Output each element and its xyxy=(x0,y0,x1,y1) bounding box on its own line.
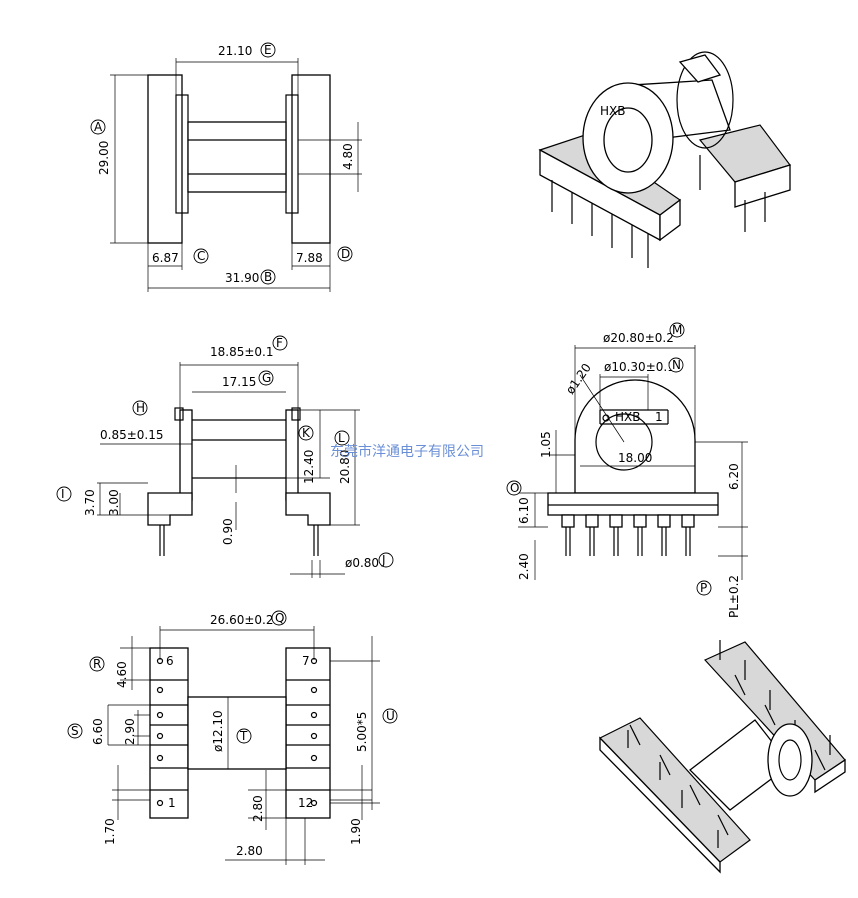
top-left-flange xyxy=(147,74,183,244)
dim-3-00: 3.00 xyxy=(107,489,121,516)
pin-label-1: 1 xyxy=(168,796,176,810)
isometric-view-top: HXB xyxy=(538,51,791,268)
front-left-base xyxy=(147,492,193,526)
bottom-view: 6 7 1 12 26.60±0.2 Q 4.60 R 6.60 S 2.90 … xyxy=(67,610,398,865)
label-r: R xyxy=(93,657,101,671)
label-f: F xyxy=(276,336,283,350)
iso-bore xyxy=(603,107,653,173)
label-p: P xyxy=(700,581,707,595)
dim-2-80-horizontal: 2.80 xyxy=(236,844,263,858)
side-view: HXB 1 ø20.80±0.2 xyxy=(506,322,748,618)
label-k: K xyxy=(302,426,311,440)
dim-7-88: 7.88 xyxy=(296,251,323,265)
iso-brand: HXB xyxy=(600,104,625,118)
dim-29-00: 29.00 xyxy=(97,141,111,175)
label-l: L xyxy=(338,431,345,445)
dim-17-15: 17.15 xyxy=(222,375,256,389)
label-q: Q xyxy=(275,611,284,625)
dim-4-80: 4.80 xyxy=(341,143,355,170)
bottom-tube xyxy=(187,696,287,770)
bottom-right-rail xyxy=(285,647,331,819)
label-a: A xyxy=(94,120,103,134)
label-n: N xyxy=(672,358,681,372)
pin-label-6: 6 xyxy=(166,654,174,668)
dim-21-10: 21.10 xyxy=(218,44,252,58)
bottom-pin-dots xyxy=(156,657,318,807)
label-b: B xyxy=(264,270,272,284)
dim-0-80: ø0.80 xyxy=(345,556,379,570)
front-right-base xyxy=(285,492,331,526)
front-view: 18.85±0.1 F 17.15 G H 0.85±0.15 12.40 K … xyxy=(56,335,394,578)
dim-pl: PL±0.2 xyxy=(727,575,741,618)
dim-10-30: ø10.30±0.1 xyxy=(604,360,675,374)
label-s: S xyxy=(71,724,79,738)
bottom-left-rail xyxy=(149,647,189,819)
dim-4-60: 4.60 xyxy=(115,661,129,688)
label-j: J xyxy=(381,553,386,567)
label-u: U xyxy=(386,709,395,723)
dim-26-60: 26.60±0.2 xyxy=(210,613,274,627)
side-base xyxy=(547,492,719,516)
dim-2-40: 2.40 xyxy=(517,553,531,580)
dim-3-70: 3.70 xyxy=(83,489,97,516)
dim-18-00: 18.00 xyxy=(618,451,652,465)
dim-18-85: 18.85±0.1 xyxy=(210,345,274,359)
side-brand: HXB xyxy=(615,410,640,424)
label-h: H xyxy=(136,401,145,415)
dim-31-90: 31.90 xyxy=(225,271,259,285)
dim-12-40: 12.40 xyxy=(302,450,316,484)
side-pin-one: 1 xyxy=(655,410,663,424)
label-o: O xyxy=(510,481,519,495)
watermark: 东莞市洋通电子有限公司 xyxy=(330,443,484,460)
dim-6-60: 6.60 xyxy=(91,718,105,745)
dim-0-85: 0.85±0.15 xyxy=(100,428,164,442)
pin-label-7: 7 xyxy=(302,654,310,668)
label-i: I xyxy=(61,487,65,501)
label-g: G xyxy=(262,371,271,385)
dim-1-90: 1.90 xyxy=(349,818,363,845)
dim-side-20-80: ø20.80±0.2 xyxy=(603,331,674,345)
label-c: C xyxy=(197,249,205,263)
label-d: D xyxy=(341,247,350,261)
side-pins xyxy=(561,514,695,556)
top-view: 21.10 E 29.00 A 4.80 6.87 C 7.88 D 31.90… xyxy=(90,42,362,292)
dim-6-10: 6.10 xyxy=(517,497,531,524)
side-flange xyxy=(574,379,696,494)
dim-1-70: 1.70 xyxy=(103,818,117,845)
dim-2-90: 2.90 xyxy=(123,718,137,745)
dim-1-05: 1.05 xyxy=(539,431,553,458)
dim-1-20: ø1.20 xyxy=(563,361,594,397)
isometric-view-bottom xyxy=(598,640,846,874)
bottom-segment-lines xyxy=(150,679,330,791)
label-t: T xyxy=(239,729,248,743)
side-bore xyxy=(595,413,653,471)
dim-0-90: 0.90 xyxy=(221,518,235,545)
dim-6-87: 6.87 xyxy=(152,251,179,265)
dim-12-10: ø12.10 xyxy=(211,710,225,752)
pin-label-12: 12 xyxy=(298,796,313,810)
dim-5-00: 5.00*5 xyxy=(355,712,369,752)
label-e: E xyxy=(264,43,272,57)
dim-6-20: 6.20 xyxy=(727,463,741,490)
top-core-tube xyxy=(187,121,287,193)
dim-2-80-vertical: 2.80 xyxy=(251,795,265,822)
label-m: M xyxy=(672,323,682,337)
dim-20-80: 20.80 xyxy=(338,450,352,484)
